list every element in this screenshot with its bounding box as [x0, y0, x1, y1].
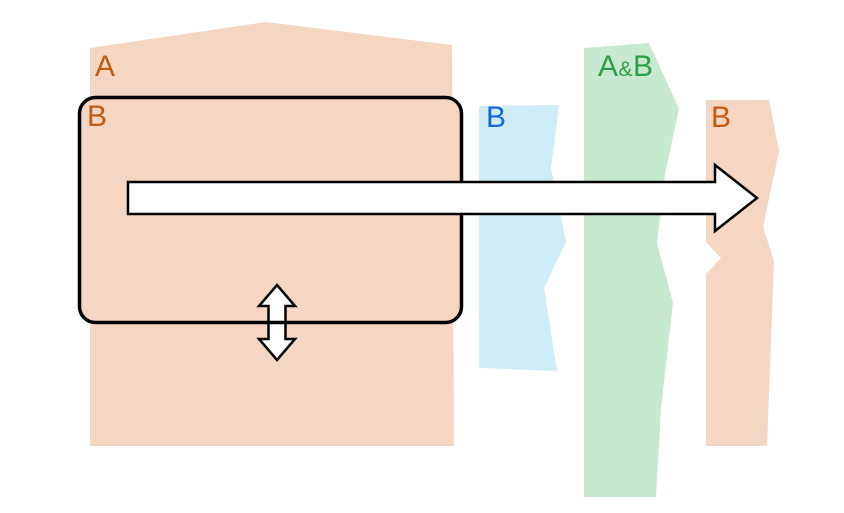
- band-ab-green-label-b: B: [633, 50, 654, 83]
- band-b-cyan-label: B: [486, 101, 507, 134]
- band-ab-green-label-amp: &: [618, 58, 634, 81]
- region-b-label: B: [87, 100, 108, 133]
- horizontal-arrow-shape: [126, 162, 760, 234]
- band-ab-green-label-a: A: [598, 50, 619, 83]
- band-b-right-label: B: [711, 101, 732, 134]
- band-ab-green-shape: [584, 43, 679, 497]
- region-a-label: A: [95, 50, 116, 83]
- band-b-right-shape: [706, 100, 779, 446]
- band-b-cyan-shape: [479, 105, 566, 371]
- band-ab-green-label: A&B: [598, 52, 654, 82]
